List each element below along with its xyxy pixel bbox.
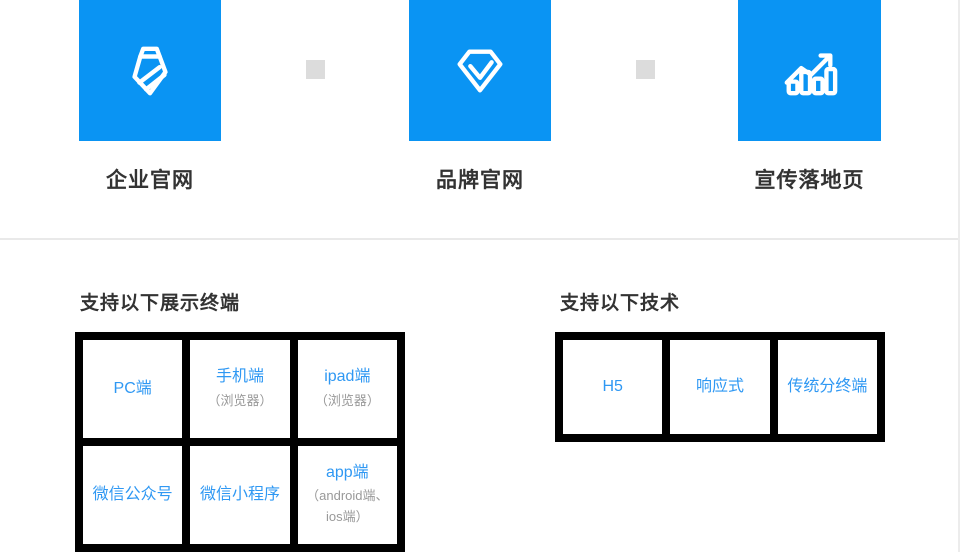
cell-subtitle: （浏览器） bbox=[207, 392, 273, 408]
cell-title: app端 bbox=[325, 464, 369, 481]
section-divider bbox=[0, 238, 960, 240]
technologies-heading: 支持以下技术 bbox=[560, 293, 681, 314]
service-label-corporate-site: 企业官网 bbox=[106, 169, 194, 192]
terminal-cell-pc: PC端 bbox=[83, 340, 183, 438]
cell-subtitle: （浏览器） bbox=[314, 392, 380, 408]
terminal-cell-wechat-miniprogram: 微信小程序 bbox=[190, 446, 290, 544]
page-right-border bbox=[958, 0, 960, 552]
diamond-icon bbox=[451, 42, 509, 100]
tie-icon bbox=[121, 42, 179, 100]
terminal-cell-mobile: 手机端 （浏览器） bbox=[190, 340, 290, 438]
technologies-grid: H5 响应式 传统分终端 bbox=[555, 332, 885, 442]
spacer-square bbox=[636, 60, 655, 79]
cell-subtitle: （android端、ios端） bbox=[306, 488, 389, 525]
technology-cell-traditional: 传统分终端 bbox=[777, 340, 877, 434]
terminal-cell-ipad: ipad端 （浏览器） bbox=[297, 340, 397, 438]
service-tile-brand-site bbox=[409, 0, 551, 141]
cell-title: 微信公众号 bbox=[92, 485, 173, 503]
service-label-brand-site: 品牌官网 bbox=[436, 169, 524, 192]
terminals-heading: 支持以下展示终端 bbox=[80, 293, 241, 314]
technology-cell-h5: H5 bbox=[563, 340, 663, 434]
terminal-cell-wechat-official: 微信公众号 bbox=[83, 446, 183, 544]
cell-title: 手机端 bbox=[215, 368, 264, 386]
cell-title: ipad端 bbox=[324, 368, 371, 386]
service-tile-corporate-site bbox=[79, 0, 221, 141]
service-tile-landing-page bbox=[738, 0, 881, 141]
cell-title: PC端 bbox=[113, 379, 152, 397]
cell-title: 传统分终端 bbox=[787, 377, 868, 395]
terminal-cell-app: app端 （android端、ios端） bbox=[297, 446, 397, 544]
service-label-landing-page: 宣传落地页 bbox=[754, 169, 865, 192]
cell-title: 响应式 bbox=[695, 377, 744, 395]
terminals-grid: PC端 手机端 （浏览器） ipad端 （浏览器） 微信公众号 微信小程序 ap… bbox=[75, 332, 405, 552]
cell-title: H5 bbox=[602, 377, 623, 395]
cell-title: 微信小程序 bbox=[199, 485, 280, 503]
technology-cell-responsive: 响应式 bbox=[670, 340, 770, 434]
spacer-square bbox=[306, 60, 325, 79]
bar-chart-growth-icon bbox=[781, 42, 839, 100]
